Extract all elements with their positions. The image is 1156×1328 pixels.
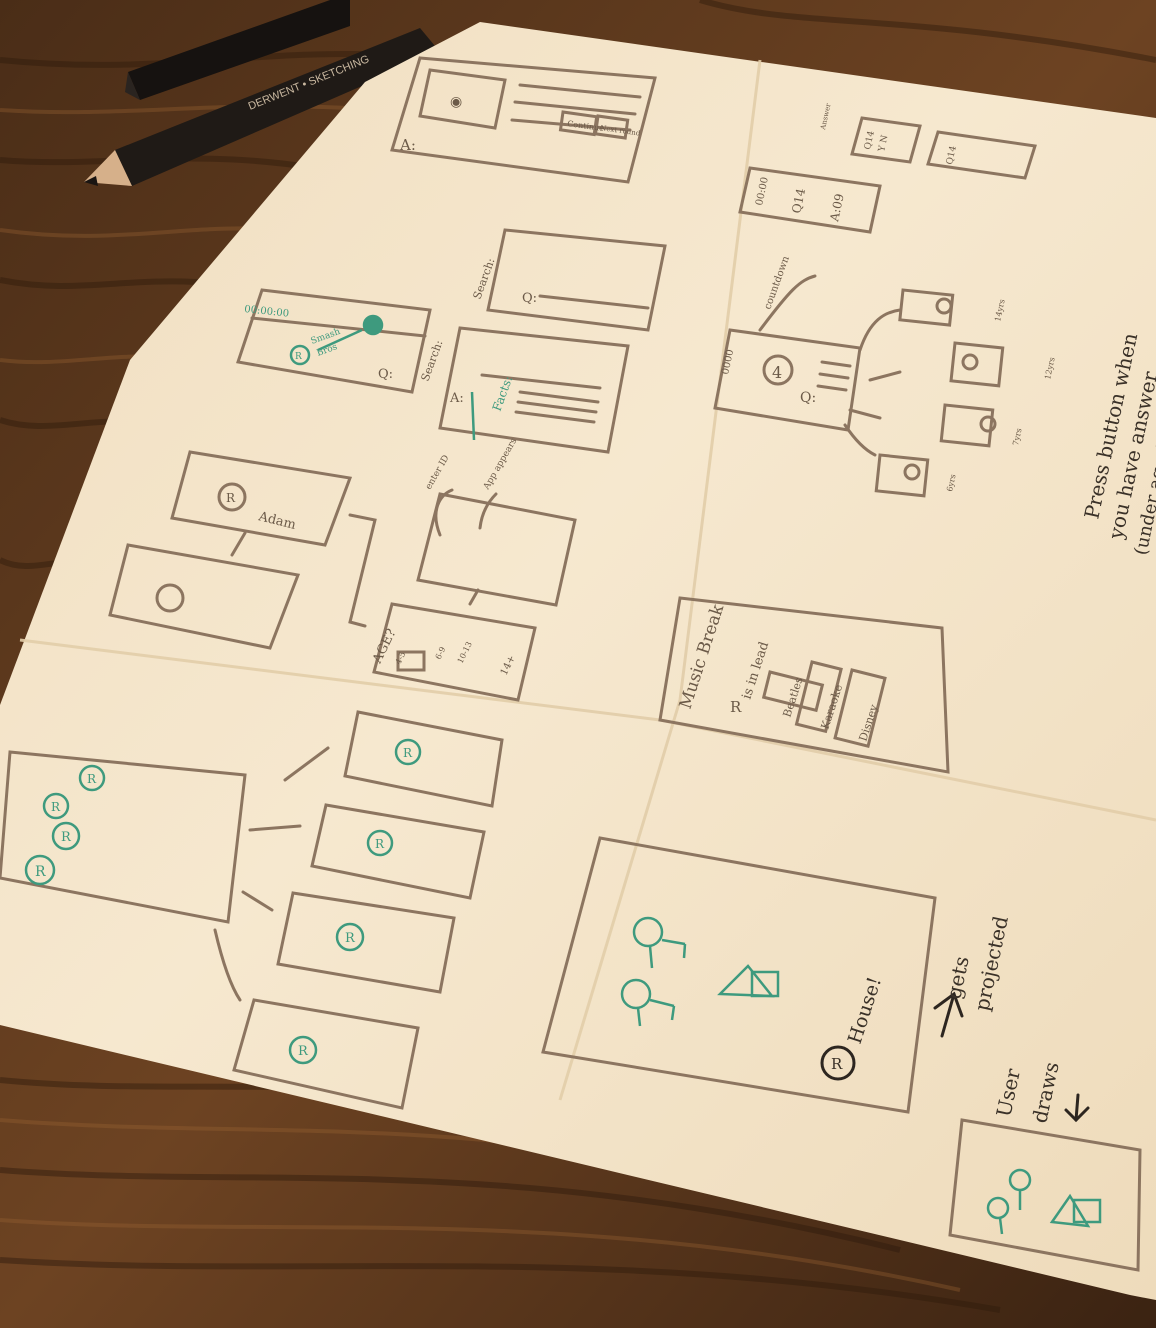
music-break-avatar: R xyxy=(730,698,742,716)
avatar-icon-timer xyxy=(289,344,311,366)
host-avatar-glyph-4: R xyxy=(87,772,97,786)
tree-icon-1 xyxy=(632,916,687,969)
sketch-player-branches xyxy=(213,746,330,1002)
avatar-icon-player-1 xyxy=(394,738,422,766)
search1-answer-label: A: xyxy=(449,391,464,406)
answer-a-line: A:09 xyxy=(827,192,847,223)
countdown-number: 4 xyxy=(772,363,782,382)
sketch-countdown-branches xyxy=(843,308,902,457)
answer-q-line: Q14 xyxy=(789,187,808,215)
tree-icon-2 xyxy=(620,978,676,1027)
answer-lines-search xyxy=(470,391,476,441)
tree-icon-3 xyxy=(986,1168,1032,1235)
answer-phone-yn: Y N xyxy=(877,134,890,153)
timer-avatar-glyph: R xyxy=(295,352,302,362)
countdown-q-label: Q: xyxy=(800,390,816,406)
sketch-panel-avatar-1 xyxy=(108,543,301,650)
avatar-icon-target xyxy=(362,314,384,336)
search2-q-label: Q: xyxy=(522,291,537,306)
sketch-panel-player-2 xyxy=(310,803,486,900)
player1-avatar-glyph: R xyxy=(403,746,413,760)
avatar-icon-host-3 xyxy=(42,792,70,820)
sketch-panel-search-2 xyxy=(486,228,667,332)
sketch-panel-blank xyxy=(416,488,577,607)
phone-age-1: 6yrs xyxy=(945,473,957,492)
top-video-glyph: ◉ xyxy=(450,94,462,110)
avatar-glyph-1: R xyxy=(226,491,236,505)
sketch-panel-top xyxy=(390,56,657,184)
house-icon-small xyxy=(1049,1193,1102,1228)
paper-sheet xyxy=(0,22,1156,1300)
host-avatar-glyph-3: R xyxy=(51,800,61,814)
sketch-arrows-flow xyxy=(230,513,480,628)
avatar-icon-player-2 xyxy=(366,829,394,857)
avatar-icon-host-4 xyxy=(78,764,106,792)
player2-avatar-glyph: R xyxy=(375,837,385,851)
avatar-icon-player-4 xyxy=(288,1035,318,1065)
sketch-panel-timer xyxy=(236,288,432,394)
countdown-dots: 0000 xyxy=(720,348,736,375)
phone-age-2: 7yrs xyxy=(1011,427,1023,446)
sketch-panel-avatar-2 xyxy=(170,450,353,547)
host-avatar-glyph-2: R xyxy=(61,830,72,845)
timer-readout: 00:00:00 xyxy=(244,304,290,320)
guess-avatar-glyph: R xyxy=(831,1055,843,1073)
avatar-icon-host-1 xyxy=(24,854,56,886)
top-answer-label: A: xyxy=(399,136,416,154)
sketch-small-phones xyxy=(874,288,1005,498)
house-icon xyxy=(717,964,780,998)
timer-arrow xyxy=(317,328,363,352)
sketch-projection-arrows xyxy=(933,991,1090,1123)
sketch-panel-music-break xyxy=(658,596,950,774)
sketch-panel-player-3 xyxy=(276,891,456,994)
sketch-panel-player-4 xyxy=(232,998,420,1110)
answer-phone-q-2: Q14 xyxy=(945,145,959,166)
answer-phone-q: Q14 xyxy=(863,130,877,151)
player3-avatar-glyph: R xyxy=(345,931,356,946)
pencil-black xyxy=(125,0,350,100)
sketch-panel-drawing-projected xyxy=(541,836,937,1114)
sketch-panel-players-host xyxy=(0,750,247,924)
sketch-panel-search-1 xyxy=(438,326,630,454)
sketch-answer-phones xyxy=(738,116,1037,234)
host-avatar-glyph-1: R xyxy=(35,864,46,880)
avatar-icon-host-2 xyxy=(51,821,81,851)
timer-q-label: Q: xyxy=(378,367,393,382)
guess-avatar-icon xyxy=(820,1045,856,1081)
sketch-panel-age xyxy=(372,602,537,702)
sketch-panel-player-1 xyxy=(343,710,504,808)
player4-avatar-glyph: R xyxy=(298,1044,309,1059)
avatar-icon-player-3 xyxy=(335,922,365,952)
sketch-panel-drawing-user xyxy=(948,1118,1142,1272)
